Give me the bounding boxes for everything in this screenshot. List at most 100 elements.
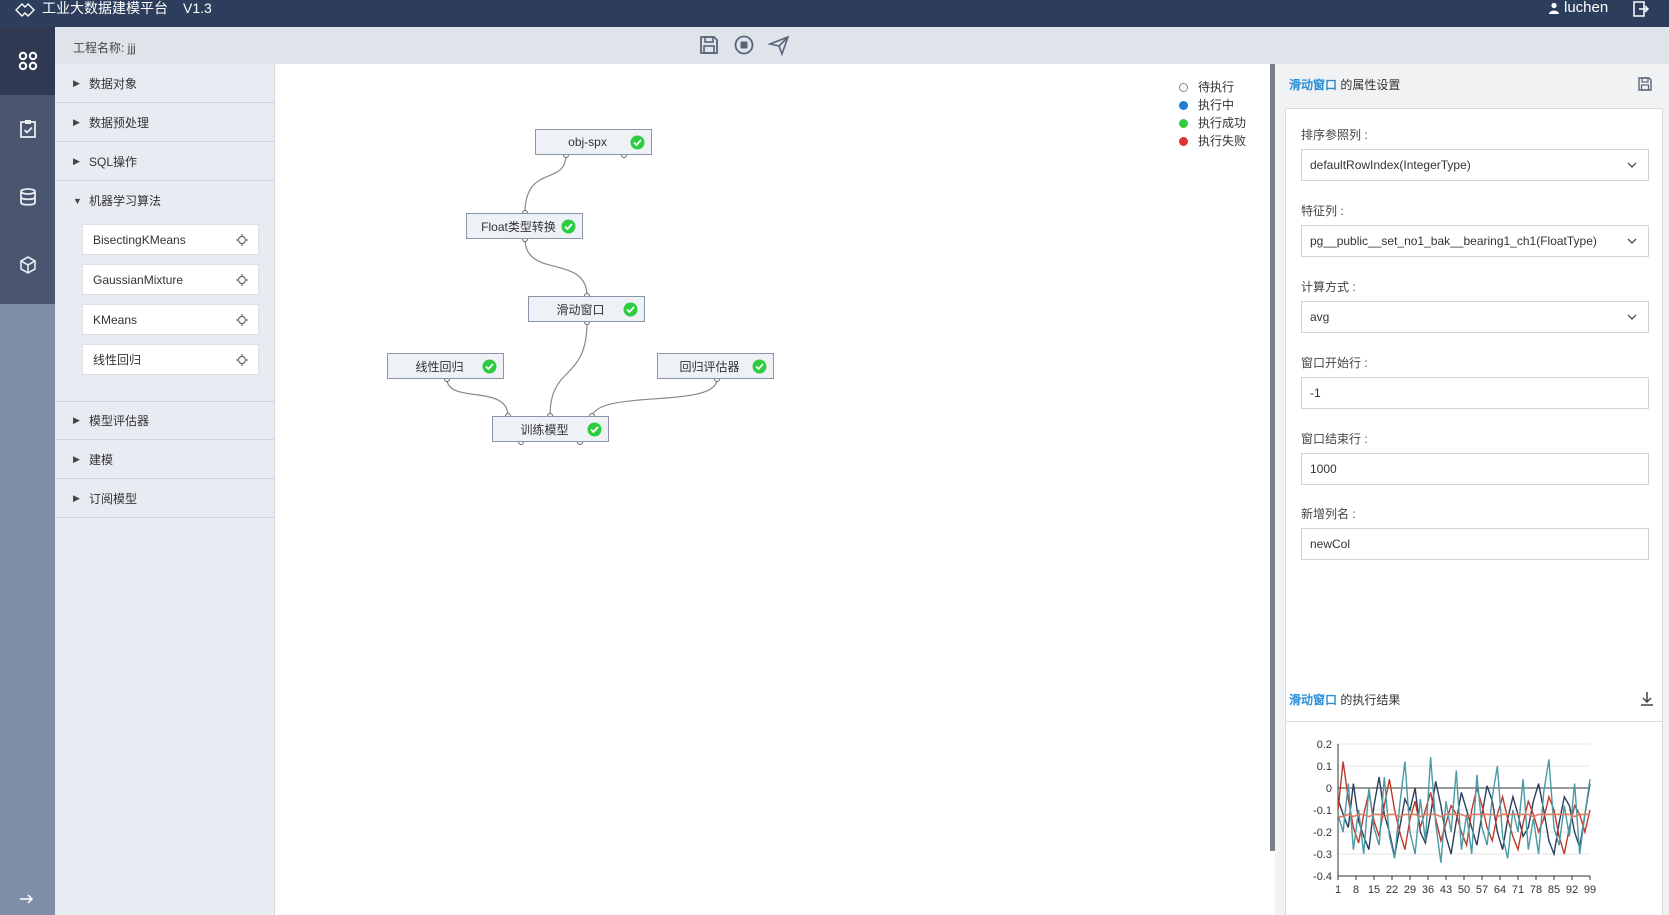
running-icon [1179, 100, 1188, 110]
node-regression-evaluator[interactable]: 回归评估器 [657, 353, 774, 379]
x-tick-label: 85 [1548, 884, 1560, 896]
group-label: 数据对象 [89, 76, 138, 91]
user-name: luchen [1564, 0, 1609, 16]
cube-icon [19, 256, 36, 274]
node-linear-regression[interactable]: 线性回归 [387, 353, 504, 379]
rail-models[interactable] [0, 231, 55, 299]
connection-layer [444, 152, 720, 445]
x-tick-label: 78 [1530, 884, 1542, 896]
y-tick-label: 0.1 [1317, 761, 1332, 773]
x-tick-label: 71 [1512, 884, 1524, 896]
group-label: 数据预处理 [89, 115, 150, 130]
edge-obj-to-float [524, 154, 567, 214]
tree-group-preprocess[interactable]: ▶数据预处理 [55, 103, 275, 142]
node-label: 回归评估器 [679, 359, 740, 374]
property-panel: 滑动窗口 的属性设置 排序参照列 : defaultRowIndex(Integ… [1275, 64, 1669, 915]
tree-group-evaluators[interactable]: ▶模型评估器 [55, 401, 275, 440]
rail-tasks[interactable] [0, 95, 55, 163]
rail-apps[interactable] [0, 27, 55, 95]
results-title: 滑动窗口 的执行结果 [1289, 691, 1400, 711]
logout-icon[interactable] [1632, 0, 1650, 18]
tree-group-data-objects[interactable]: ▶ 数据对象 [55, 64, 275, 103]
save-icon[interactable] [698, 34, 720, 56]
send-icon[interactable] [768, 34, 790, 56]
failed-icon [1179, 136, 1188, 146]
rail-database[interactable] [0, 163, 55, 231]
edge-float-to-window [524, 238, 588, 297]
tree-item-linear-regression[interactable]: 线性回归 [82, 344, 259, 375]
new-column-input[interactable]: newCol [1301, 528, 1649, 560]
tree-group-subscribe[interactable]: ▶订阅模型 [55, 479, 275, 518]
x-tick-label: 50 [1458, 884, 1470, 896]
field-label-newcol: 新增列名 : [1301, 507, 1356, 521]
item-label: KMeans [93, 312, 138, 327]
calc-method-select[interactable]: avg [1301, 301, 1649, 333]
database-icon [19, 188, 36, 206]
legend-label: 执行成功 [1198, 116, 1247, 130]
window-start-input[interactable]: -1 [1301, 377, 1649, 409]
x-tick-label: 99 [1584, 884, 1596, 896]
field-label-end: 窗口结束行 : [1301, 432, 1368, 446]
node-label: 滑动窗口 [556, 302, 605, 317]
item-label: BisectingKMeans [93, 232, 186, 247]
field-label-method: 计算方式 : [1301, 280, 1356, 294]
stop-icon[interactable] [733, 34, 755, 56]
window-end-input[interactable]: 1000 [1301, 453, 1649, 485]
download-icon[interactable] [1640, 691, 1654, 707]
chevron-down-icon [1627, 238, 1637, 244]
node-obj-spx[interactable]: obj-spx [535, 129, 652, 155]
tree-item-bisectingkmeans[interactable]: BisectingKMeans [82, 224, 259, 255]
drag-handle-icon[interactable] [236, 314, 248, 326]
feature-column-select[interactable]: pg__public__set_no1_bak__bearing1_ch1(Fl… [1301, 225, 1649, 257]
tree-group-modeling[interactable]: ▶建模 [55, 440, 275, 479]
user-icon [1549, 2, 1559, 14]
drag-handle-icon[interactable] [236, 274, 248, 286]
select-value: defaultRowIndex(IntegerType) [1310, 158, 1471, 172]
input-value: 1000 [1310, 462, 1337, 476]
drag-handle-icon[interactable] [236, 354, 248, 366]
tree-item-gaussianmixture[interactable]: GaussianMixture [82, 264, 259, 295]
success-icon [482, 359, 497, 374]
input-value: newCol [1310, 537, 1351, 551]
collapsed-icon: ▶ [73, 155, 80, 166]
component-tree: ▶数据对象 ▶数据预处理 ▶SQL操作 ▼机器学习算法 BisectingKMe… [55, 64, 275, 915]
tree-group-sql[interactable]: ▶ SQL操作 [55, 142, 275, 181]
user-menu[interactable]: luchen [1548, 0, 1608, 16]
series-line-3 [1338, 813, 1590, 818]
item-label: GaussianMixture [93, 272, 184, 287]
logo-icon [15, 3, 35, 17]
collapse-icon[interactable] [18, 892, 36, 906]
series-line-0 [1337, 776, 1591, 857]
panel-splitter[interactable] [1270, 64, 1275, 851]
workflow-canvas[interactable]: obj-spx Float类型转换 滑动窗口 线性回归 回归评估器 训练模型 待… [275, 64, 1270, 915]
series-line-2 [1337, 757, 1591, 863]
edge-window-to-train [549, 321, 588, 417]
legend-label: 执行失败 [1198, 134, 1247, 148]
node-float-convert[interactable]: Float类型转换 [466, 213, 583, 239]
node-train-model[interactable]: 训练模型 [492, 416, 609, 442]
group-label: 订阅模型 [89, 491, 138, 506]
x-tick-label: 29 [1404, 884, 1416, 896]
edge-evaluator-to-train [591, 378, 718, 417]
tree-item-kmeans[interactable]: KMeans [82, 304, 259, 335]
drag-handle-icon[interactable] [236, 234, 248, 246]
chevron-down-icon [1627, 162, 1637, 168]
x-tick-label: 36 [1422, 884, 1434, 896]
group-label: SQL操作 [89, 154, 138, 169]
props-title-suffix: 的属性设置 [1340, 78, 1401, 92]
project-bar: 工程名称: jjj [55, 27, 1669, 64]
x-tick-label: 15 [1368, 884, 1380, 896]
sort-column-select[interactable]: defaultRowIndex(IntegerType) [1301, 149, 1649, 181]
save-props-icon[interactable] [1637, 76, 1653, 92]
x-tick-label: 57 [1476, 884, 1488, 896]
x-tick-label: 64 [1494, 884, 1506, 896]
tree-group-ml[interactable]: ▼机器学习算法 [55, 181, 275, 220]
collapsed-icon: ▶ [73, 453, 80, 464]
legend-pending: 待执行 [1179, 78, 1246, 96]
node-sliding-window[interactable]: 滑动窗口 [528, 296, 645, 322]
select-value: avg [1310, 310, 1330, 324]
collapsed-icon: ▶ [73, 415, 80, 425]
collapsed-icon: ▶ [73, 77, 80, 88]
legend-failed: 执行失败 [1179, 132, 1246, 150]
